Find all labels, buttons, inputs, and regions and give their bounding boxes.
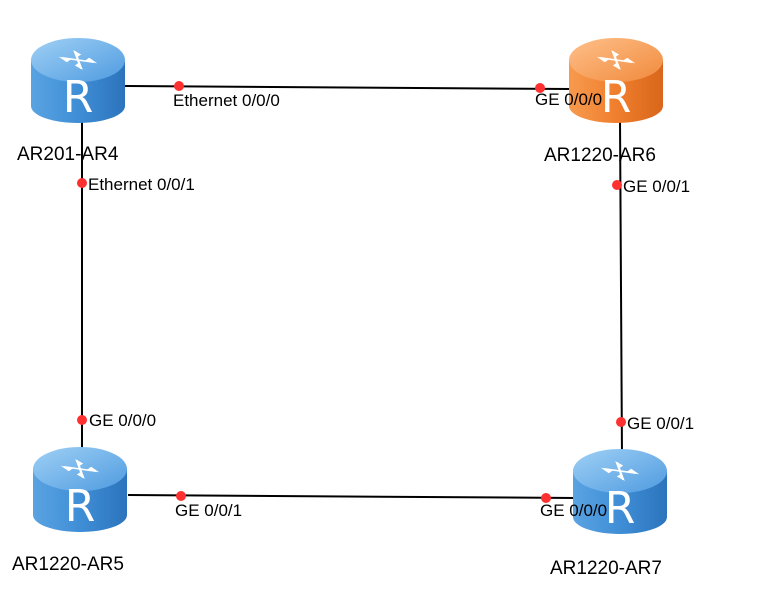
port-label-ar5-bottom: GE 0/0/1 <box>175 501 242 520</box>
router-ar7[interactable]: R <box>573 449 667 534</box>
links <box>81 85 623 499</box>
router-icon: R <box>569 38 663 123</box>
router-letter: R <box>605 483 636 534</box>
port-dots <box>77 81 626 503</box>
port-label-ar4-left: Ethernet 0/0/1 <box>88 175 195 194</box>
router-label-ar4: AR201-AR4 <box>17 144 119 165</box>
port-label-ar4-top: Ethernet 0/0/0 <box>173 91 280 110</box>
port-label-ar6-top: GE 0/0/0 <box>535 90 602 109</box>
port-dot-ar7-right <box>616 417 626 427</box>
router-ar5[interactable]: R <box>33 447 127 532</box>
port-dot-ar6-right <box>612 180 622 190</box>
router-ar6[interactable]: R <box>569 38 663 123</box>
port-labels: Ethernet 0/0/0 GE 0/0/0 Ethernet 0/0/1 G… <box>88 90 694 520</box>
router-letter: R <box>601 72 632 123</box>
router-label-ar7: AR1220-AR7 <box>550 558 662 579</box>
port-dot-ar5-left <box>77 415 87 425</box>
link-ar4-ar6 <box>124 85 571 90</box>
link-ar5-ar7 <box>127 494 576 499</box>
port-label-ar5-left: GE 0/0/0 <box>89 411 156 430</box>
router-letter: R <box>63 72 94 123</box>
port-dot-ar5-bottom <box>176 491 186 501</box>
router-icon: R <box>33 447 127 532</box>
port-label-ar7-right: GE 0/0/1 <box>627 414 694 433</box>
router-icon: R <box>31 38 125 123</box>
port-dot-ar6-top <box>535 83 545 93</box>
router-label-ar6: AR1220-AR6 <box>544 145 656 166</box>
port-dot-ar4-top <box>174 81 184 91</box>
link-ar6-ar7 <box>619 119 623 459</box>
router-labels: AR201-AR4 AR1220-AR6 AR1220-AR5 AR1220-A… <box>12 144 662 579</box>
port-dot-ar4-left <box>77 178 87 188</box>
router-label-ar5: AR1220-AR5 <box>12 554 124 575</box>
router-ar4[interactable]: R <box>31 38 125 123</box>
router-icon: R <box>573 449 667 534</box>
router-letter: R <box>65 481 96 532</box>
port-label-ar7-bottom: GE 0/0/0 <box>540 501 607 520</box>
port-label-ar6-right: GE 0/0/1 <box>623 177 690 196</box>
port-dot-ar7-bottom <box>541 493 551 503</box>
